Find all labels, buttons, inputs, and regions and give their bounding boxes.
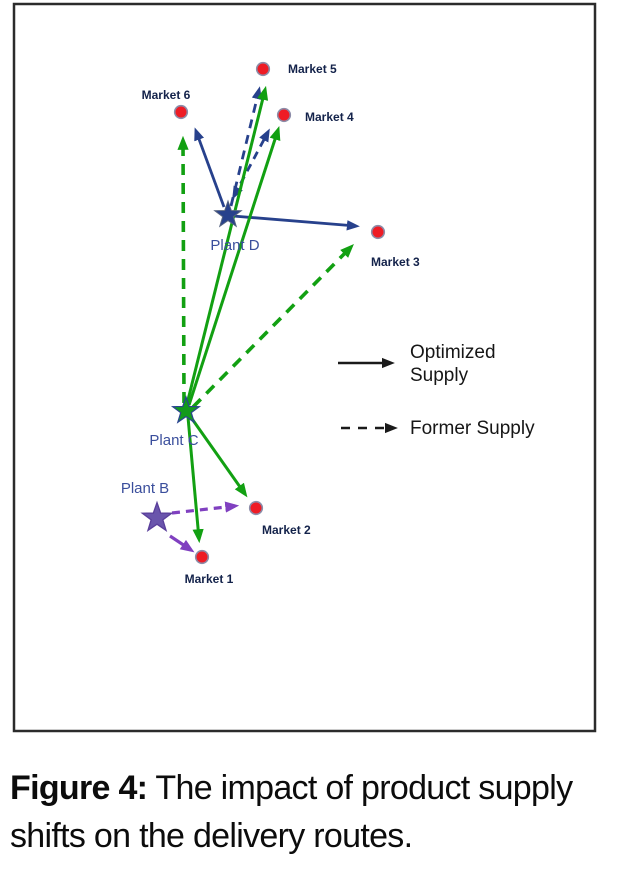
route-optimized-plantD-market6 <box>194 127 226 208</box>
market-6-dot <box>173 104 189 120</box>
figure-border <box>12 2 597 733</box>
market-2-dot <box>248 500 264 516</box>
market-6-label: Market 6 <box>142 88 191 102</box>
node-labels: Market 1 Market 2 Market 3 Market 4 Mark… <box>121 62 420 586</box>
market-4-label: Market 4 <box>305 110 354 124</box>
figure-caption-number: Figure 4: <box>10 769 148 807</box>
route-former-plantB-market2 <box>171 501 240 515</box>
plant-d-label: Plant D <box>210 237 259 254</box>
legend-optimized-label-line2: Supply <box>410 365 469 386</box>
former-supply-routes <box>171 86 354 515</box>
route-optimized-plantC-market2 <box>188 415 248 498</box>
plant-c-label: Plant C <box>149 432 198 449</box>
route-optimized-plantB-market1 <box>169 534 195 553</box>
market-5-label: Market 5 <box>288 62 337 76</box>
legend: Optimized Supply Former Supply <box>338 342 535 439</box>
legend-former-label: Former Supply <box>410 418 535 439</box>
route-optimized-plantD-market3 <box>232 214 360 231</box>
optimized-supply-routes <box>169 85 360 553</box>
legend-optimized-label-line1: Optimized <box>410 342 496 363</box>
market-4-dot <box>276 107 292 123</box>
plant-b-label: Plant B <box>121 480 169 497</box>
market-1-dot <box>194 549 210 565</box>
route-optimized-plantC-market1 <box>186 416 204 544</box>
market-5-dot <box>255 61 271 77</box>
figure-caption: Figure 4: The impact of product supply s… <box>10 765 636 860</box>
route-optimized-plantC-market5 <box>185 85 269 405</box>
market-3-dot <box>370 224 386 240</box>
route-former-plantD-market4 <box>232 128 270 200</box>
supply-routes-diagram: Market 1 Market 2 Market 3 Market 4 Mark… <box>12 2 597 733</box>
route-optimized-plantC-market4 <box>187 126 281 406</box>
market-2-label: Market 2 <box>262 523 311 537</box>
figure-caption-text: The impact of product supply shifts on t… <box>10 769 573 855</box>
market-nodes <box>173 61 386 565</box>
market-3-label: Market 3 <box>371 255 420 269</box>
market-1-label: Market 1 <box>185 572 234 586</box>
route-former-plantC-market6 <box>177 135 189 404</box>
